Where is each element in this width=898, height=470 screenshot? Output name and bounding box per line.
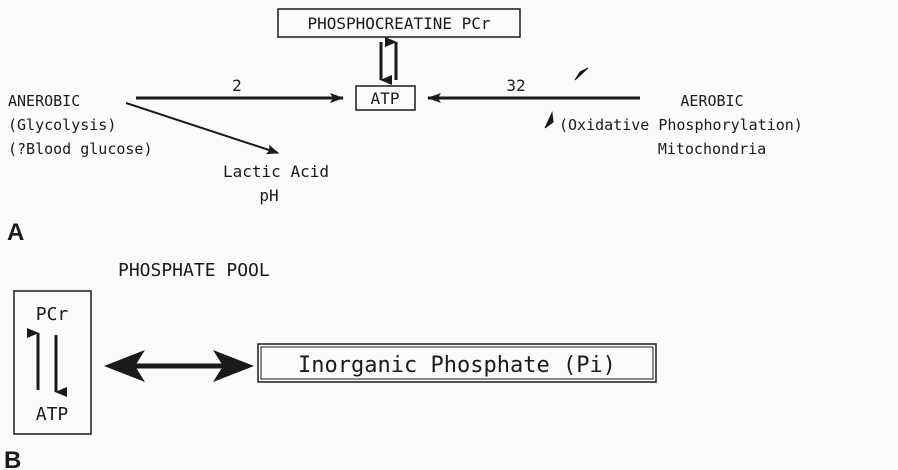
phosphocreatine-label: PHOSPHOCREATINE PCr (307, 14, 490, 33)
panel-b-letter: B (4, 447, 21, 470)
phosphocreatine-box (277, 8, 521, 38)
inorganic-phosphate-box (257, 343, 657, 383)
panel-a-letter: A (7, 219, 24, 246)
aerobic-oxidative: (Oxidative Phosphorylation) (559, 116, 803, 134)
pool-atp-label: ATP (36, 404, 69, 425)
pool-exchange-double-arrow (104, 350, 254, 382)
aerobic-mitochondria: Mitochondria (658, 140, 766, 158)
aerobic-yield: 32 (506, 76, 525, 95)
phosphate-pool-title: PHOSPHATE POOL (118, 260, 270, 281)
anerobic-blood-glucose: (?Blood glucose) (8, 140, 153, 158)
atp-label: ATP (371, 89, 400, 108)
aerobic-title: AEROBIC (680, 92, 743, 110)
pcr-atp-box (13, 290, 92, 435)
pointer-mark-lower (544, 111, 554, 129)
ph-label: pH (259, 186, 278, 205)
panel-a: PHOSPHOCREATINE PCr ATP ANEROBIC (Glycol… (7, 8, 803, 246)
pcr-atp-exchange-arrows (379, 37, 398, 85)
panel-b: PHOSPHATE POOL PCr ATP Inorganic Phospha… (4, 260, 657, 470)
atp-box (355, 85, 416, 111)
pool-pcr-label: PCr (36, 304, 69, 325)
pointer-mark-upper (574, 67, 589, 81)
inorganic-phosphate-label: Inorganic Phosphate (Pi) (298, 353, 616, 378)
anerobic-to-lactic-arrow (125, 102, 279, 155)
anerobic-yield: 2 (232, 76, 242, 95)
lactic-acid-label: Lactic Acid (223, 162, 329, 181)
anerobic-glycolysis: (Glycolysis) (8, 116, 116, 134)
anerobic-title: ANEROBIC (8, 92, 80, 110)
